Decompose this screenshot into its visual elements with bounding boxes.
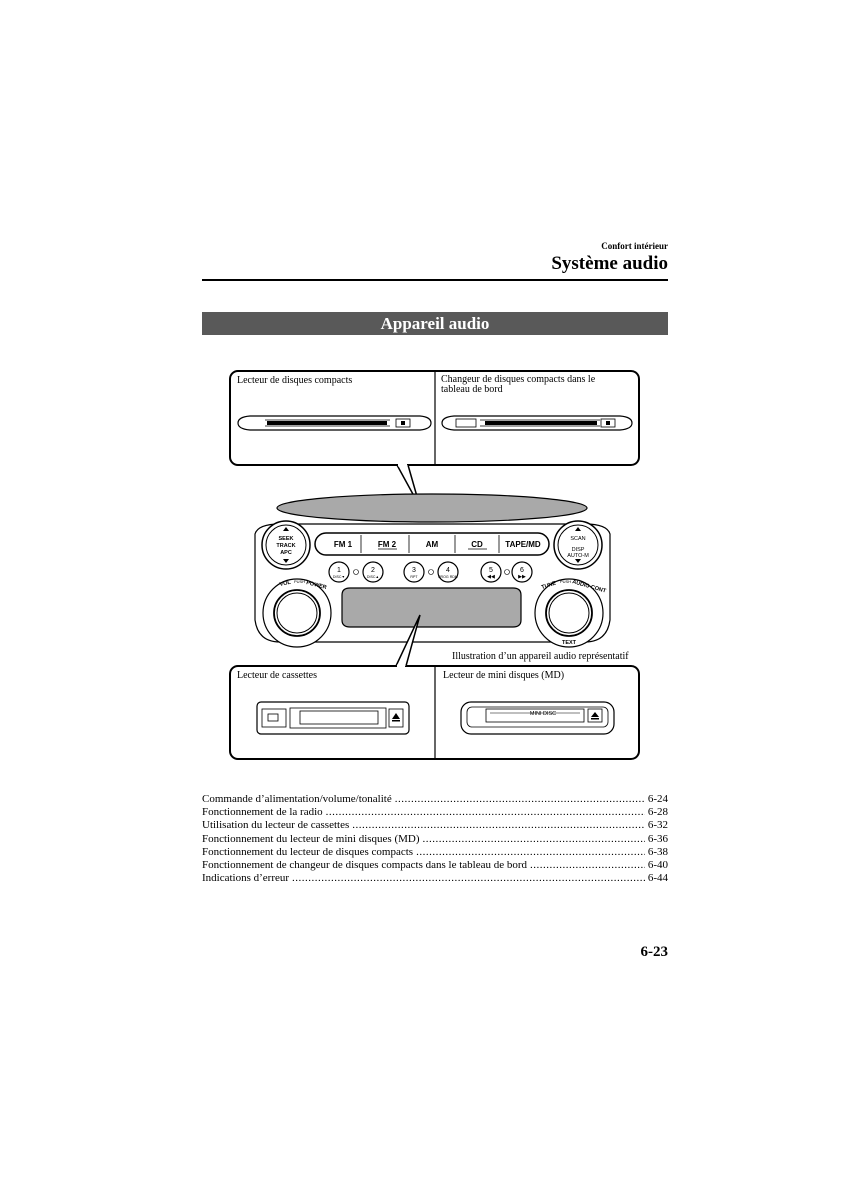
text-label: TEXT: [562, 640, 577, 646]
toc-title: Fonctionnement de changeur de disques co…: [202, 859, 528, 872]
cd-changer-label-line1: Changeur de disques compacts dans le: [441, 374, 596, 385]
toc-leader: [292, 872, 645, 885]
toc-page: 6-44: [647, 872, 668, 885]
vol-push-label: PUSH: [294, 579, 305, 584]
toc-title: Commande d’alimentation/volume/tonalité: [202, 793, 392, 805]
toc-leader: [423, 833, 645, 846]
toc-title: Fonctionnement du lecteur de disques com…: [202, 845, 414, 858]
tune-label: TUNE: [541, 580, 557, 590]
toc-title: Utilisation du lecteur de cassettes: [202, 819, 350, 832]
preset-2-button[interactable]: 2: [371, 567, 375, 574]
track-label: TRACK: [276, 543, 295, 549]
page-number: 6-23: [640, 944, 669, 960]
toc-page: 6-24: [647, 793, 668, 805]
band-fm1-button[interactable]: FM 1: [334, 540, 353, 549]
toc-leader: [352, 819, 645, 832]
vol-label: VOL: [279, 580, 292, 588]
toc-title: Fonctionnement du lecteur de mini disque…: [202, 832, 420, 845]
toc-title: Fonctionnement de la radio: [202, 806, 323, 819]
scan-label: SCAN: [570, 536, 585, 542]
minidisc-slot-graphic: [460, 701, 615, 735]
minidisc-slot-label: MINI DISC: [530, 711, 556, 717]
preset-5-sublabel: ◀◀: [487, 574, 495, 580]
toc-leader: [416, 846, 645, 859]
head-unit: [254, 493, 611, 648]
toc-page: 6-36: [647, 832, 668, 845]
toc-row[interactable]: Indications d’erreur 6-44: [202, 872, 668, 885]
cd-player-label: Lecteur de disques compacts: [237, 375, 353, 386]
toc-page: 6-32: [647, 819, 668, 832]
toc-row[interactable]: Fonctionnement du lecteur de mini disque…: [202, 833, 668, 846]
toc-page: 6-28: [647, 806, 668, 819]
power-label: POWER: [306, 580, 328, 591]
toc-row[interactable]: Commande d’alimentation/volume/tonalité 6…: [202, 793, 668, 806]
toc-row[interactable]: Utilisation du lecteur de cassettes 6-32: [202, 819, 668, 832]
band-am-button[interactable]: AM: [426, 540, 439, 549]
band-fm2-button[interactable]: FM 2: [378, 540, 397, 549]
toc-leader: [326, 806, 645, 819]
toc-page: 6-40: [647, 859, 668, 872]
audio-unit-illustration: SEEK TRACK APC SCAN DISP AUTO-M FM 1 FM …: [229, 370, 640, 760]
section-label: Confort intérieur: [601, 241, 668, 251]
preset-3-sublabel: RPT: [410, 575, 418, 579]
preset-6-button[interactable]: 6: [520, 567, 524, 574]
auto-m-label: AUTO-M: [567, 553, 589, 559]
preset-1-sublabel: DISC▼: [333, 575, 345, 579]
seek-label: SEEK: [279, 536, 294, 542]
toc-row[interactable]: Fonctionnement de changeur de disques co…: [202, 859, 668, 872]
cd-changer-slot-graphic: [441, 415, 633, 431]
preset-3-button[interactable]: 3: [412, 567, 416, 574]
preset-5-button[interactable]: 5: [489, 567, 493, 574]
toc-leader: [395, 793, 645, 806]
cd-slot-graphic: [237, 415, 432, 431]
table-of-contents: Commande d’alimentation/volume/tonalité 6…: [202, 793, 668, 885]
section-title: Système audio: [551, 253, 668, 274]
section-banner: Appareil audio: [202, 312, 668, 335]
illustration-caption: Illustration d’un appareil audio représe…: [452, 651, 629, 662]
toc-title: Indications d’erreur: [202, 872, 290, 885]
band-tape-md-button[interactable]: TAPE/MD: [505, 540, 541, 549]
preset-4-button[interactable]: 4: [446, 567, 450, 574]
apc-label: APC: [280, 550, 292, 556]
toc-row[interactable]: Fonctionnement du lecteur de disques com…: [202, 846, 668, 859]
cassette-slot-graphic: [256, 701, 410, 735]
preset-1-button[interactable]: 1: [337, 567, 341, 574]
minidisc-label: Lecteur de mini disques (MD): [443, 670, 565, 681]
tune-push-label: PUSH: [560, 579, 571, 584]
header-rule: [202, 279, 668, 281]
toc-row[interactable]: Fonctionnement de la radio 6-28: [202, 806, 668, 819]
disp-label: DISP: [572, 547, 585, 553]
cassette-label: Lecteur de cassettes: [237, 670, 317, 681]
preset-4-sublabel: PROG RDM: [438, 575, 458, 579]
preset-2-sublabel: DISC▲: [367, 575, 379, 579]
band-cd-button[interactable]: CD: [471, 540, 483, 549]
preset-6-sublabel: ▶▶: [518, 574, 526, 580]
toc-leader: [530, 859, 645, 872]
toc-page: 6-38: [647, 845, 668, 858]
cd-changer-label-line2: tableau de bord: [441, 384, 503, 395]
